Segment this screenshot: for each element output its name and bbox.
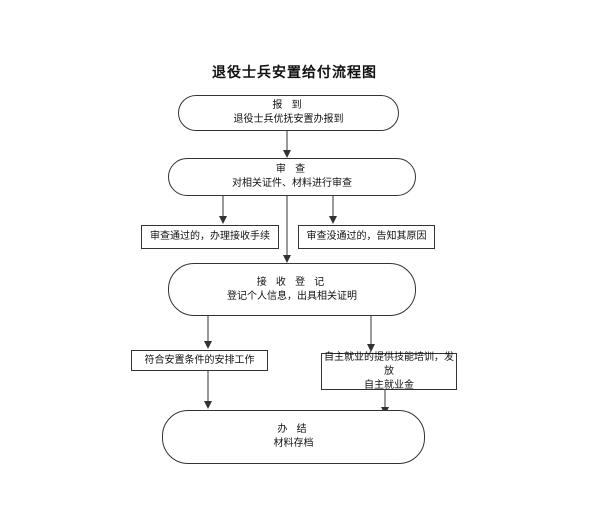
node-review-subtitle: 对相关证件、材料进行审查 [232, 178, 352, 189]
node-complete-title: 办 结 [277, 424, 310, 435]
node-placement-text: 符合安置条件的安排工作 [144, 354, 255, 366]
node-complete: 办 结 材料存档 [162, 410, 425, 464]
node-self-employment: 自主就业的提供技能培训，发放 自主就业金 [321, 351, 457, 391]
node-self-employment-line1: 自主就业的提供技能培训，发放 [324, 351, 454, 377]
node-review-fail: 审查没通过的，告知其原因 [298, 225, 435, 249]
node-register-subtitle: 登记个人信息，出具相关证明 [227, 290, 357, 302]
page-title: 退役士兵安置给付流程图 [212, 65, 377, 81]
node-review: 审 查 对相关证件、材料进行审查 [168, 158, 416, 196]
node-report-title: 报 到 [272, 100, 305, 111]
node-review-pass: 审查通过的，办理接收手续 [141, 225, 279, 249]
node-report: 报 到 退役士兵优抚安置办报到 [178, 95, 399, 131]
node-self-employment-line2: 自主就业金 [364, 379, 414, 391]
node-review-fail-text: 审查没通过的，告知其原因 [306, 231, 427, 242]
node-review-pass-text: 审查通过的，办理接收手续 [150, 231, 270, 242]
node-complete-subtitle: 材料存档 [273, 438, 314, 449]
node-review-title: 审 查 [275, 164, 309, 175]
node-report-subtitle: 退役士兵优抚安置办报到 [233, 114, 344, 125]
node-register-title: 接 收 登 记 [256, 276, 328, 288]
node-placement: 符合安置条件的安排工作 [131, 350, 268, 371]
node-register: 接 收 登 记 登记个人信息，出具相关证明 [168, 263, 416, 316]
